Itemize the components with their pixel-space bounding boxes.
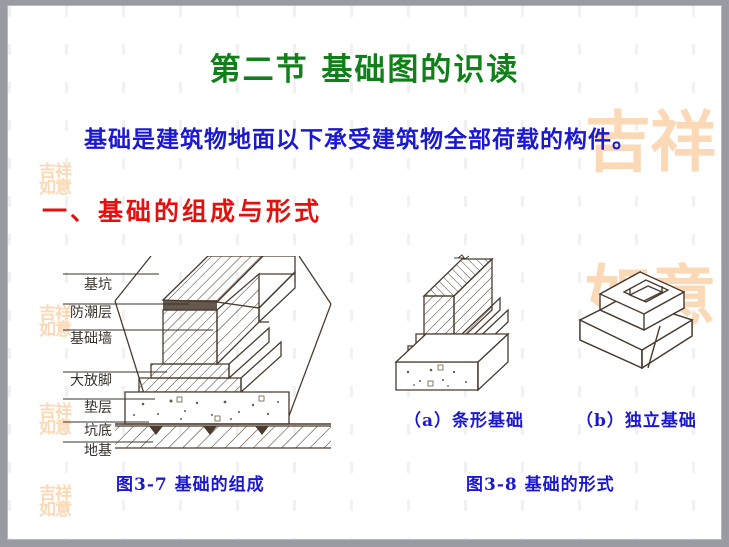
figure-1-label: 坑底 [84,423,112,439]
figure-foundation-composition [63,256,332,449]
figure-2-caption: 图3-8 基础的形式 [466,475,615,495]
figure-strip-foundation [394,254,510,392]
figure-1-label: 地基 [84,443,112,459]
figure-1-label: 基坑 [84,277,112,293]
body-paragraph: 基础是建筑物地面以下承受建筑物全部荷载的构件。 [84,126,636,153]
figure-1-label: 大放脚 [70,373,112,389]
figure-1-label: 防潮层 [70,305,112,321]
figure-1-caption: 图3-7 基础的组成 [116,475,265,495]
figure-1-label: 垫层 [84,400,112,416]
figure-2b-caption: （b）独立基础 [576,411,697,431]
slide-title: 第二节 基础图的识读 [209,52,520,88]
figure-isolated-foundation [578,270,694,370]
seal-watermark-small: 吉祥 如意 [39,484,72,521]
figure-2a-caption: （a）条形基础 [404,411,525,431]
slide-canvas: 吉祥 如意 吉祥 如意 吉祥 如意 吉祥 如意 吉祥 如意 第二节 基础图的识读… [8,6,721,539]
section-heading: 一、基础的组成与形式 [42,197,323,226]
figure-1-label: 基础墙 [70,331,112,347]
